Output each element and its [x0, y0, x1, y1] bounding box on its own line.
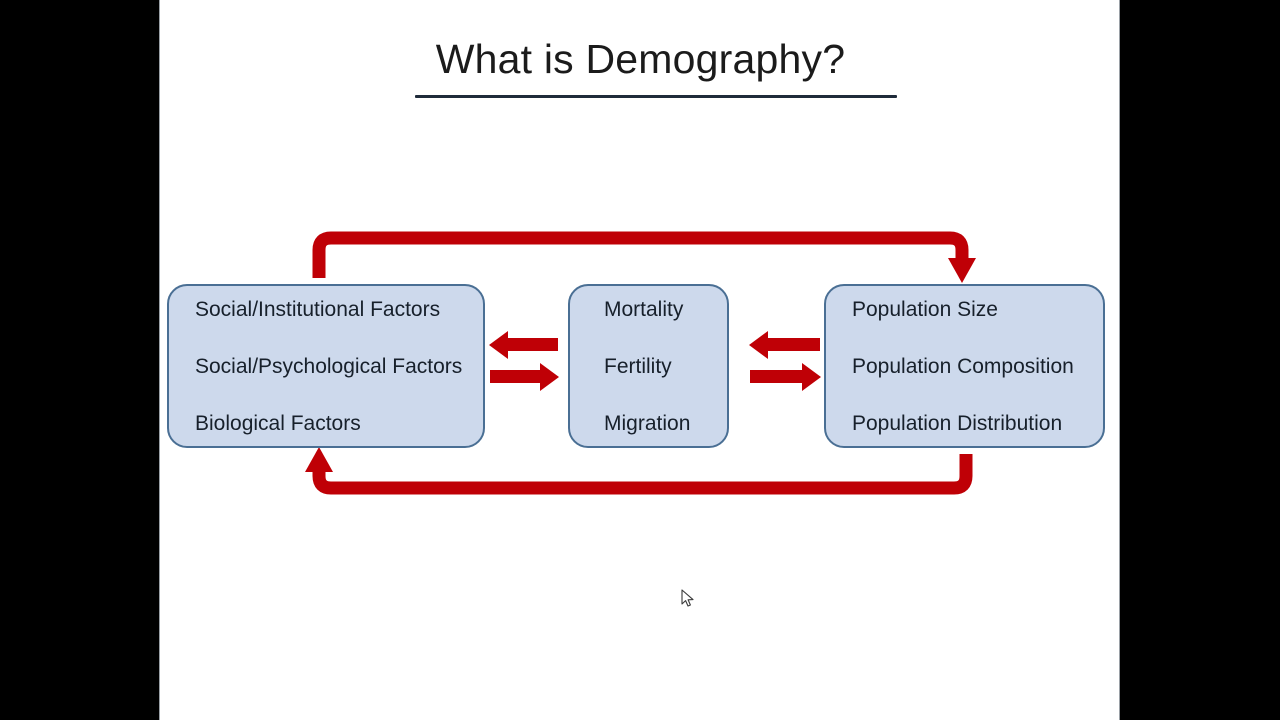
- arrow-left-bar-gap2: [768, 338, 820, 351]
- arrow-left-head-gap1: [489, 331, 508, 359]
- arrow-left-head-gap2: [749, 331, 768, 359]
- arrow-right-head-gap1: [540, 363, 559, 391]
- arrow-right-bar-gap2: [750, 370, 802, 383]
- mouse-cursor-icon: [681, 589, 694, 607]
- box-outcomes-line-2: Population Composition: [852, 354, 1074, 378]
- box-processes-line-1: Mortality: [604, 297, 684, 321]
- box-processes-line-2: Fertility: [604, 354, 672, 378]
- arrow-right-head-gap2: [802, 363, 821, 391]
- diagram-box-factors[interactable]: Social/Institutional Factors Social/Psyc…: [167, 284, 485, 448]
- title-underline: [415, 95, 897, 98]
- arrow-left-bar-gap1: [508, 338, 558, 351]
- slide-canvas: What is Demography? Social/Institutional…: [159, 0, 1120, 720]
- page-title: What is Demography?: [435, 36, 846, 82]
- letterbox-bar-right: [1121, 0, 1280, 720]
- bottom-loop-path: [312, 454, 973, 495]
- arrow-right-bar-gap1: [490, 370, 540, 383]
- diagram-box-outcomes[interactable]: Population Size Population Composition P…: [824, 284, 1105, 448]
- top-loop-path: [312, 231, 969, 278]
- box-factors-line-1: Social/Institutional Factors: [195, 297, 441, 321]
- diagram-box-processes[interactable]: Mortality Fertility Migration: [568, 284, 729, 448]
- top-loop-arrowhead: [948, 258, 976, 283]
- box-outcomes-line-3: Population Distribution: [852, 411, 1063, 435]
- letterbox-bar-left: [0, 0, 159, 720]
- box-factors-line-3: Biological Factors: [195, 411, 361, 435]
- box-factors-line-2: Social/Psychological Factors: [195, 354, 463, 378]
- box-processes-line-3: Migration: [604, 411, 691, 435]
- box-outcomes-line-1: Population Size: [852, 297, 998, 321]
